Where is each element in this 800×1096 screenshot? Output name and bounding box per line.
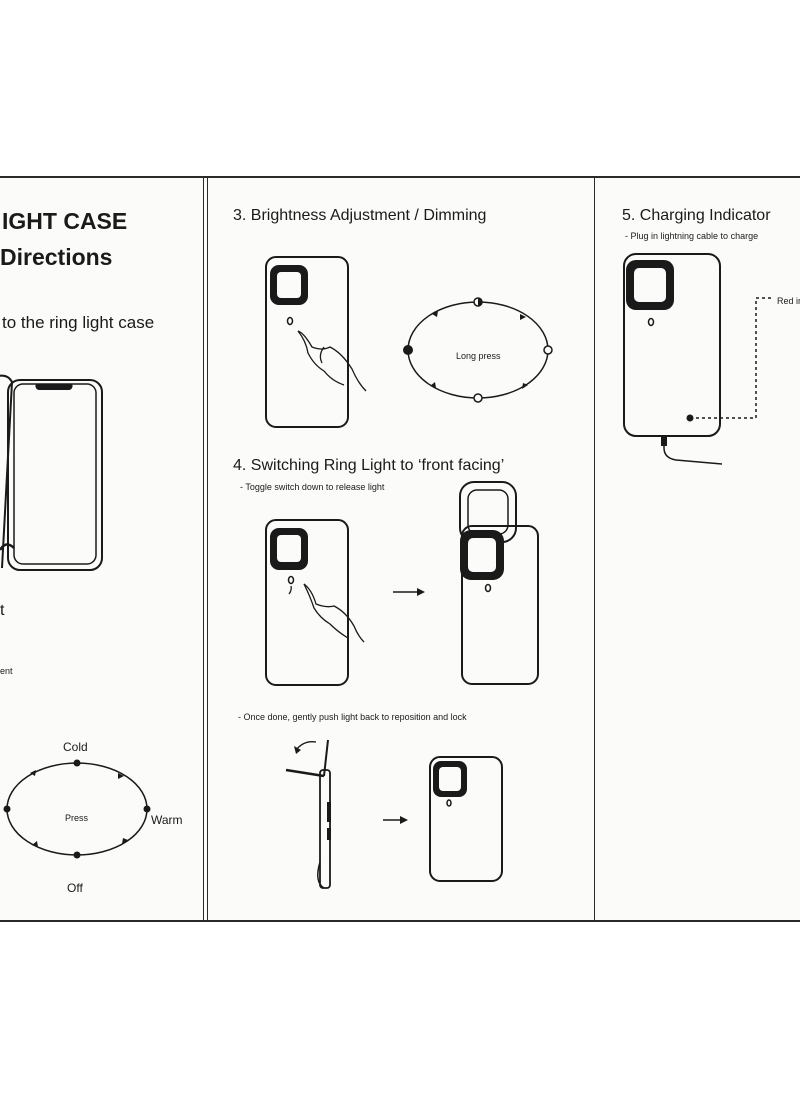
long-press-label: Long press (456, 351, 501, 361)
partial-heading: t (0, 602, 5, 619)
arrow-right-icon-2 (383, 816, 408, 824)
dial-label-cold: Cold (63, 740, 88, 754)
column-divider-left-inner (207, 178, 208, 920)
step4-title: 4. Switching Ring Light to ‘front facing… (233, 457, 505, 474)
arrow-right-icon (393, 588, 425, 596)
step3-title: 3. Brightness Adjustment / Dimming (233, 207, 487, 224)
partial-note: ent (0, 666, 13, 676)
column-divider-right (594, 178, 595, 920)
dial-label-press: Press (65, 813, 89, 823)
phone-side-fold-illustration (285, 739, 331, 889)
phone-locked-illustration (429, 756, 503, 882)
phone-dimming-illustration (265, 256, 367, 428)
step5-note: - Plug in lightning cable to charge (625, 231, 759, 241)
column-divider-left (203, 178, 204, 920)
color-mode-dial (3, 759, 151, 859)
step5-title: 5. Charging Indicator (622, 207, 771, 224)
title-line-2: Directions (0, 244, 113, 270)
brightness-dial (403, 297, 553, 403)
dial-label-off: Off (67, 881, 83, 895)
step4-note: - Toggle switch down to release light (240, 482, 385, 492)
title-line-1: IGHT CASE (2, 208, 128, 234)
step4-note2: - Once done, gently push light back to r… (238, 712, 467, 722)
dial-label-warm: Warm (151, 813, 183, 827)
phone-toggle-illustration (265, 519, 365, 686)
phone-charging-illustration (623, 253, 774, 465)
red-indicator-label: Red in (777, 296, 800, 306)
phone-front-facing-illustration (459, 481, 539, 685)
intro-text: to the ring light case (2, 313, 155, 332)
phone-side-illustration (0, 374, 103, 571)
